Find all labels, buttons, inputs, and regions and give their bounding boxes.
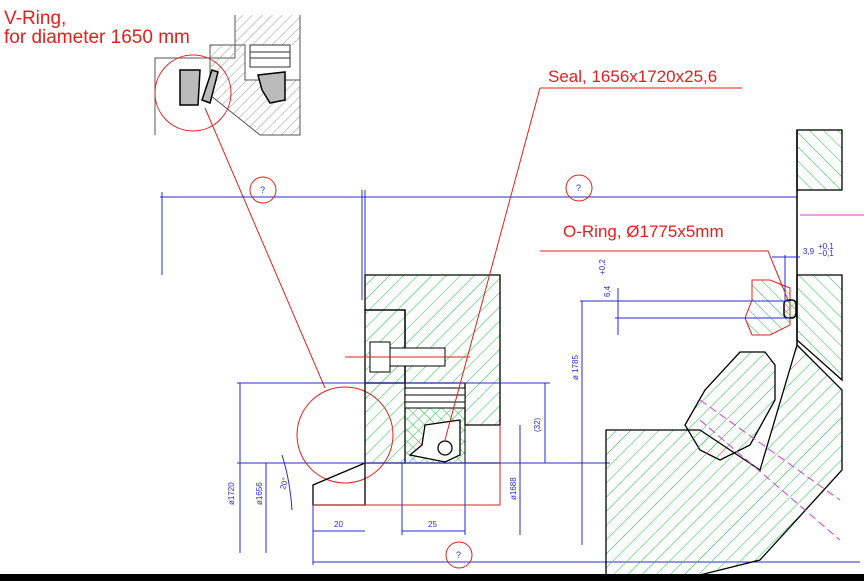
- dim-3-9: 3,9: [803, 247, 815, 256]
- dim-3-9-tol-upper: +0,1: [818, 242, 834, 251]
- dim-25: 25: [428, 520, 437, 529]
- unknown-dim-2: ?: [576, 183, 581, 193]
- oring-label: O-Ring, Ø1775x5mm: [563, 222, 724, 241]
- dim-1785: ø 1785: [571, 355, 580, 380]
- housing-part: [237, 274, 610, 506]
- top-dimension: ? ?: [160, 174, 797, 300]
- vring-leader-line: [204, 107, 326, 389]
- dim-20: 20: [334, 520, 343, 529]
- right-assembly: 6,4 +0,2 ø 1785 3,9 +0,1 −0,1: [571, 129, 864, 576]
- dim-1656: ø1656: [255, 482, 264, 505]
- unknown-dim-3: ?: [456, 550, 461, 560]
- vring-inset: [154, 15, 301, 136]
- dim-angle: 20°: [278, 476, 290, 490]
- unknown-dim-1: ?: [260, 185, 265, 195]
- seal-leader-line: [444, 87, 541, 441]
- seal-label: Seal, 1656x1720x25,6: [548, 67, 717, 86]
- bottom-dimensions: ø1720 ø1656 20° 20 25 ø1688 (32) ?: [227, 383, 860, 569]
- oring-leader-line: [540, 250, 789, 301]
- dim-6-4-tol: +0,2: [598, 259, 607, 275]
- vring-label-line2: for diameter 1650 mm: [4, 27, 190, 48]
- dim-3-9-tol-lower: −0,1: [818, 249, 834, 258]
- vring-label-line1: V-Ring,: [4, 8, 66, 29]
- dim-6-4: 6,4: [603, 285, 612, 297]
- dim-1720: ø1720: [227, 482, 236, 505]
- dim-32: (32): [533, 417, 542, 432]
- bottom-border: [0, 574, 864, 581]
- dim-1688: ø1688: [509, 477, 518, 500]
